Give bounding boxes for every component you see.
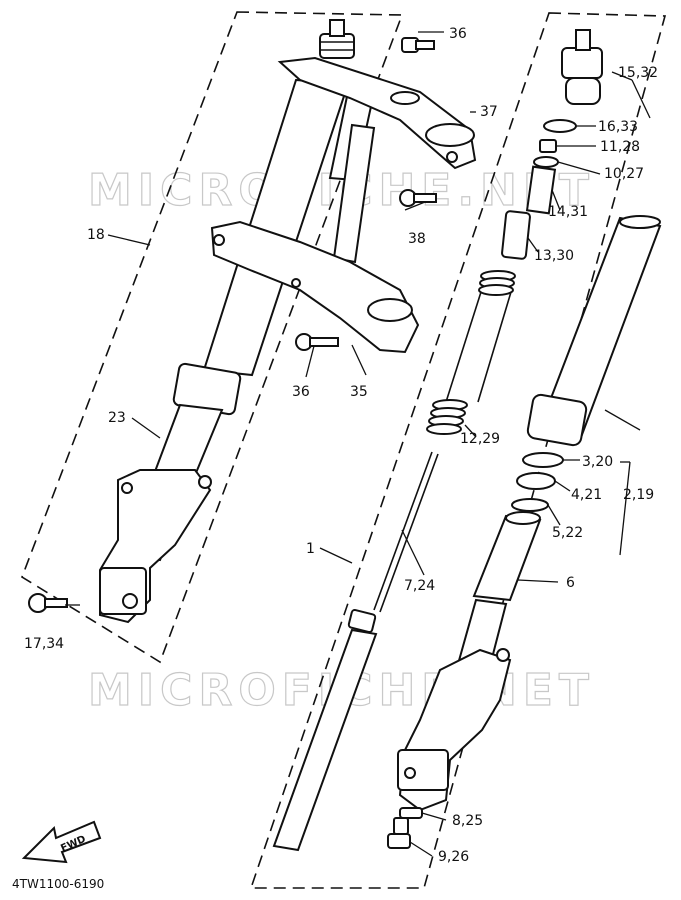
callout-3-20: 3,20 <box>582 454 613 470</box>
seal-clip <box>511 498 549 512</box>
callout-18: 18 <box>87 227 105 243</box>
assembly-outline-left <box>21 11 404 664</box>
damper-rod <box>347 451 439 633</box>
callout-36-lower: 36 <box>292 384 310 400</box>
axle-holder-right <box>397 749 449 791</box>
callout-1: 1 <box>306 541 315 557</box>
callout-37: 37 <box>480 104 498 120</box>
callout-9-26: 9,26 <box>438 849 469 865</box>
left-fork-assembly <box>28 19 477 624</box>
callout-23: 23 <box>108 410 126 426</box>
callout-4-21: 4,21 <box>571 487 602 503</box>
nut <box>539 139 557 153</box>
callout-8-25: 8,25 <box>452 813 483 829</box>
fwd-arrow-icon: FWD <box>21 820 102 864</box>
upper-bracket-hole <box>390 91 420 105</box>
damper-cylinder <box>272 628 378 852</box>
callout-14-31: 14,31 <box>548 204 588 220</box>
o-ring <box>543 119 577 133</box>
bolt-36-top <box>401 37 435 53</box>
spacer <box>525 165 557 215</box>
upper-bracket-clamp <box>425 123 475 147</box>
callout-7-24: 7,24 <box>404 578 435 594</box>
callout-15-32: 15,32 <box>618 65 658 81</box>
slide-metal-top <box>505 511 541 525</box>
washer-collar <box>501 210 531 260</box>
cap-bolt-right-body <box>565 77 601 105</box>
cap-bolt-right <box>561 47 603 79</box>
callout-17-34: 17,34 <box>24 636 64 652</box>
callout-10-27: 10,27 <box>604 166 644 182</box>
callout-5-22: 5,22 <box>552 525 583 541</box>
callout-11-28: 11,28 <box>600 139 640 155</box>
assembly-outline-right <box>249 12 667 889</box>
axle-hole-left <box>122 593 138 609</box>
bolt-17-34 <box>28 593 68 613</box>
under-bracket-hole <box>213 234 225 246</box>
axle-hole-right <box>404 767 416 779</box>
callout-labels: 36 37 38 36 35 18 23 17,34 15,32 16,33 1… <box>24 26 658 865</box>
cap-bolt-right-stem <box>575 29 591 51</box>
callout-16-33: 16,33 <box>598 119 638 135</box>
under-bracket-hole-2 <box>291 278 301 288</box>
slide-metal <box>472 514 542 602</box>
leader-lines <box>65 31 651 857</box>
callout-2-19: 2,19 <box>623 487 654 503</box>
fork-spring <box>426 270 516 435</box>
caliper-mount-right <box>496 648 510 662</box>
callout-35: 35 <box>350 384 368 400</box>
ring <box>533 156 559 168</box>
callout-13-30: 13,30 <box>534 248 574 264</box>
outer-tube-right-top <box>619 215 661 229</box>
callout-12-29: 12,29 <box>460 431 500 447</box>
right-fork-assembly <box>272 29 662 852</box>
caliper-mount-hole-1 <box>121 482 133 494</box>
drawing-code: 4TW1100-6190 <box>12 877 104 891</box>
cap-bolt-left <box>319 33 355 59</box>
callout-38: 38 <box>408 231 426 247</box>
steering-stem <box>332 123 376 264</box>
dust-seal-right <box>526 393 588 447</box>
under-bracket <box>210 220 420 354</box>
caliper-mount-hole-2 <box>198 475 212 489</box>
bolt-38 <box>399 189 437 207</box>
callout-36-top: 36 <box>449 26 467 42</box>
axle-holder-left <box>99 567 147 615</box>
under-bracket-clamp <box>367 298 413 322</box>
upper-bracket <box>277 56 477 170</box>
bottom-bolt <box>387 817 411 849</box>
callout-6: 6 <box>566 575 575 591</box>
dust-seal-ring <box>516 472 556 490</box>
upper-bracket-bolt-hole <box>446 151 458 163</box>
bolt-36-lower <box>295 333 339 351</box>
cap-bolt-left-stem <box>329 19 345 37</box>
drain-screw <box>399 807 423 819</box>
oil-seal <box>522 452 564 468</box>
